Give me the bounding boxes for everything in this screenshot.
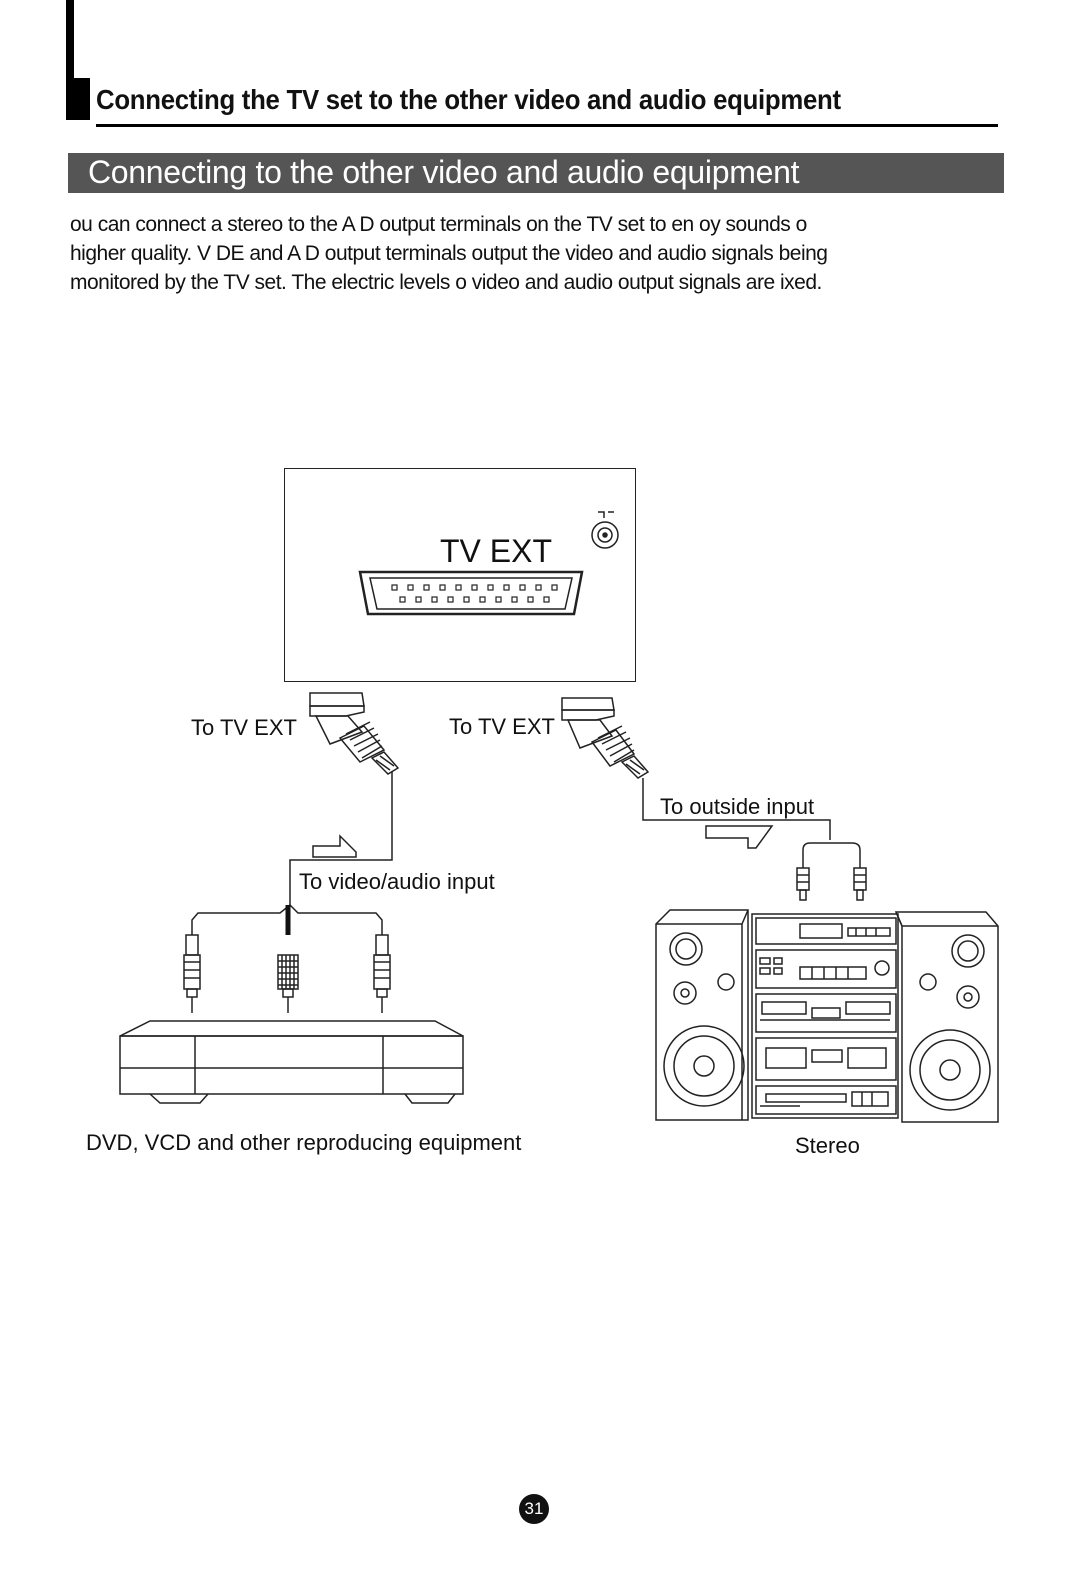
intro-line-3: monitored by the TV set. The electric le… [70,271,822,294]
page-title: Connecting the TV set to the other video… [96,84,841,115]
stereo-caption: Stereo [795,1133,860,1158]
section-band [68,153,1004,193]
scart-socket-icon [358,570,584,616]
left-connector-label: To TV EXT [191,715,297,740]
intro-line-1: ou can connect a stereo to the A D outpu… [70,213,807,236]
rca-plug-center-icon [277,954,299,1013]
dvd-player-icon [119,1020,464,1104]
header-block-marker [66,78,90,120]
left-split-cable [191,904,291,935]
left-cable [289,772,393,905]
right-connector-label: To TV EXT [449,714,555,739]
right-direction-arrow [705,825,774,849]
left-direction-arrow [312,834,357,858]
outside-input-label: To outside input [660,794,815,819]
rca-plug-left-icon [183,934,201,1013]
stereo-system-icon [655,909,999,1123]
page-number-badge: 31 [519,1494,549,1524]
right-cable [642,778,831,840]
header-vertical-bar [66,0,74,118]
intro-paragraph: ou can connect a stereo to the A D outpu… [70,210,1020,297]
title-underline [96,124,998,127]
rca-plug-right-icon [373,934,391,1013]
stereo-rca-left-icon [796,867,810,901]
section-title: Connecting to the other video and audio … [88,154,800,190]
tv-back-panel [284,468,636,682]
stereo-loop-cable [802,842,861,868]
dvd-caption: DVD, VCD and other reproducing equipment [86,1130,522,1155]
tv-ext-label: TV EXT [440,533,553,569]
left-scart-plug-icon [309,692,400,775]
right-scart-plug-icon [561,697,650,779]
right-split-cable [289,904,383,935]
stereo-rca-right-icon [853,867,867,901]
intro-line-2: higher quality. V DE and A D output term… [70,242,828,265]
video-audio-input-label: To video/audio input [299,869,495,894]
antenna-socket-icon [591,511,619,549]
